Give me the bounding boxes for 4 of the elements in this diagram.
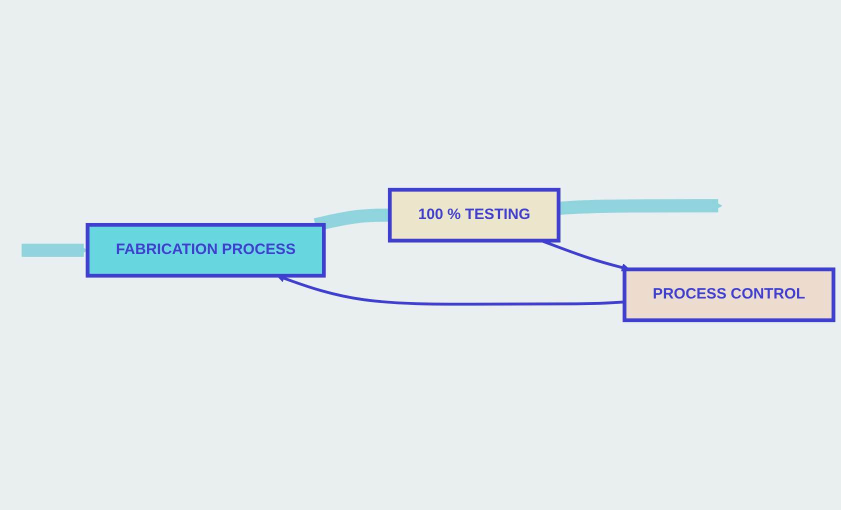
node-box: 100 % TESTING — [388, 188, 560, 243]
node-box: PROCESS CONTROL — [622, 267, 836, 322]
node-box: FABRICATION PROCESS — [86, 222, 326, 278]
arrow — [20, 244, 88, 257]
